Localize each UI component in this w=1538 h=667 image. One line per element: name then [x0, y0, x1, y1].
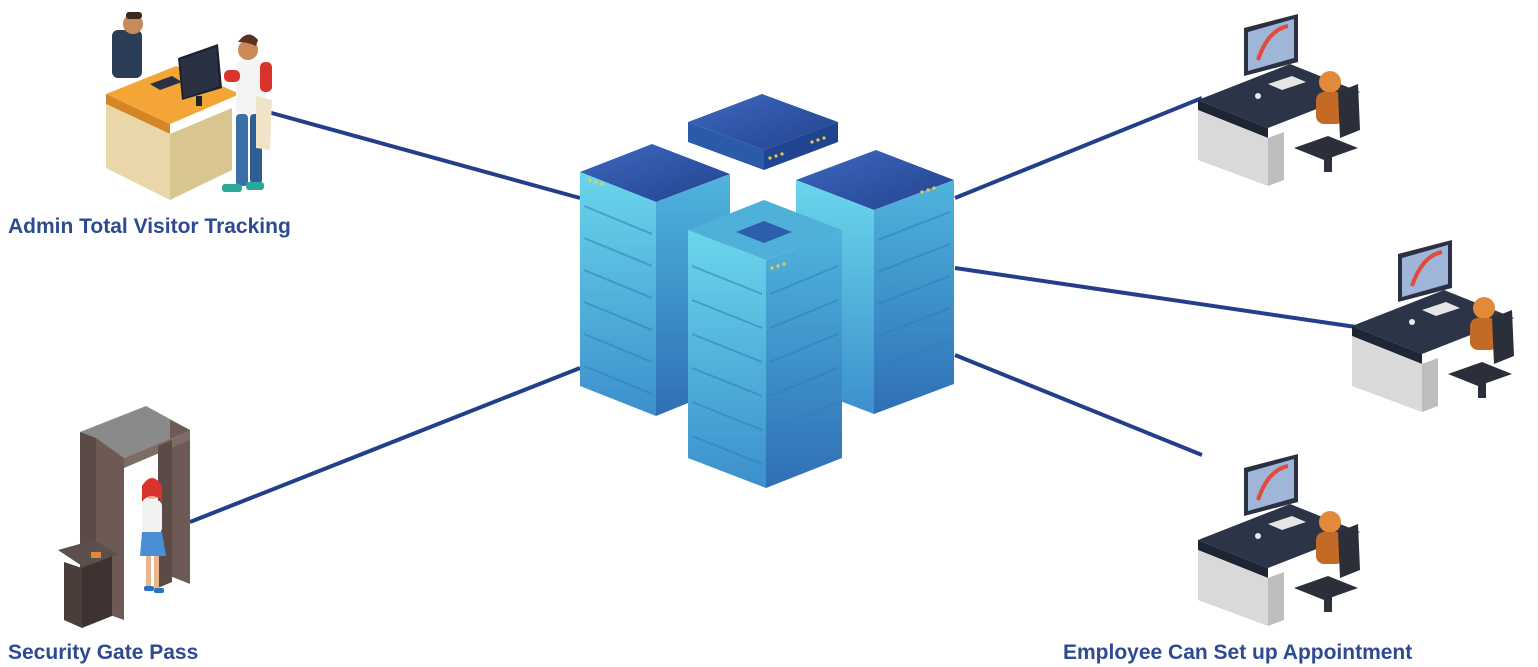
connector-lines — [189, 96, 1357, 524]
connector-admin — [267, 110, 581, 200]
workstation-icon — [1352, 240, 1514, 412]
connector-security — [189, 366, 581, 524]
connector-employee-3 — [954, 353, 1203, 457]
server-rack-front — [688, 200, 842, 488]
workstation-icon — [1198, 454, 1360, 626]
security-label: Security Gate Pass — [8, 641, 199, 664]
server-rack-back — [688, 94, 838, 170]
employee-label: Employee Can Set up Appointment — [1063, 641, 1413, 664]
metal-detector-gate-icon — [58, 406, 190, 628]
admin-desk-icon — [106, 12, 272, 200]
workstation-icon — [1198, 14, 1360, 186]
server-cluster-icon — [580, 94, 954, 488]
admin-label: Admin Total Visitor Tracking — [8, 215, 291, 238]
connector-employee-2 — [954, 266, 1357, 329]
connector-employee-1 — [954, 96, 1203, 200]
